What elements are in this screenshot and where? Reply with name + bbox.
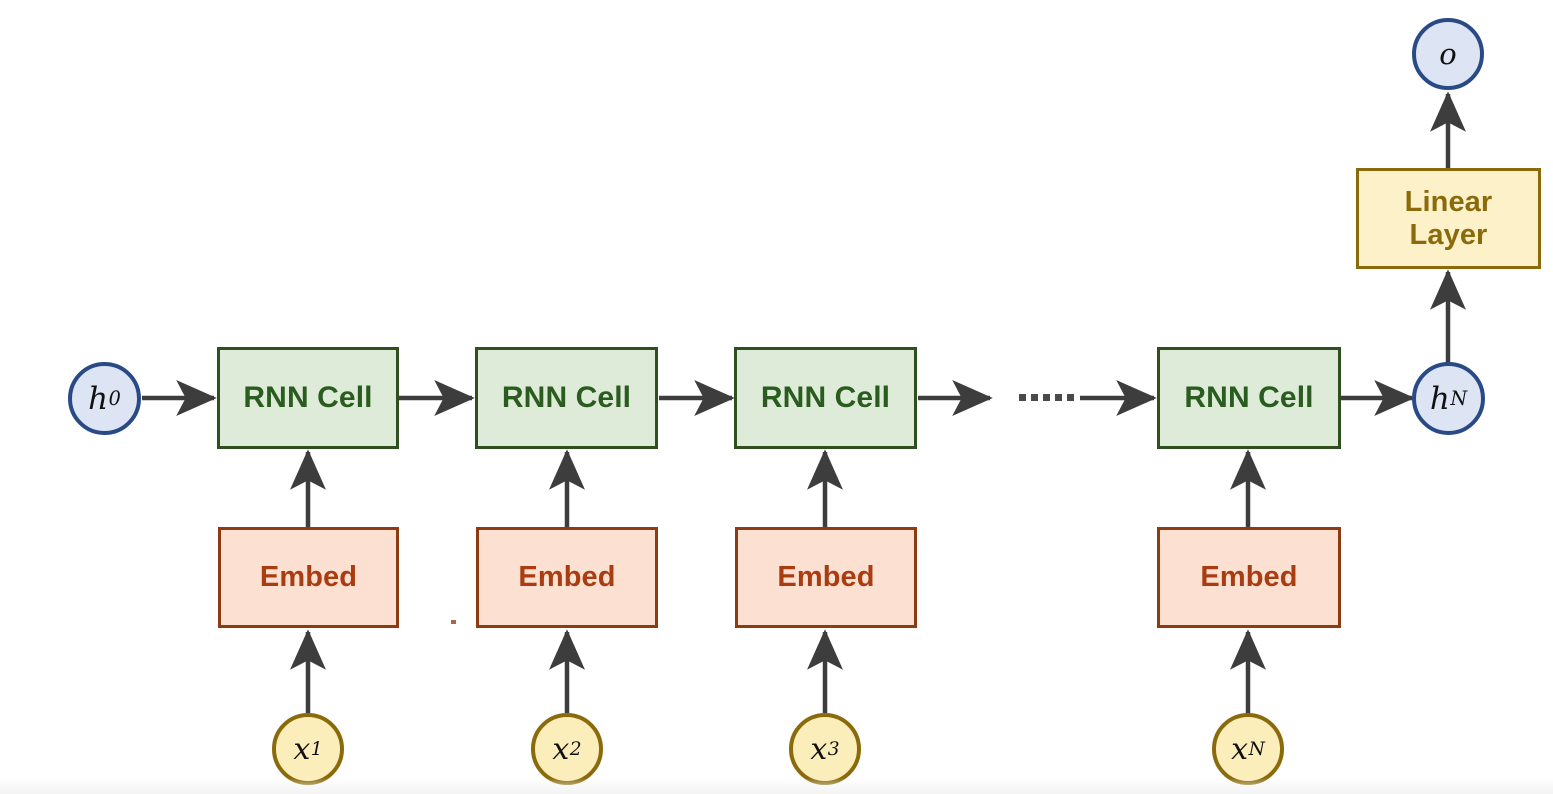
- linear-layer-box[interactable]: Linear Layer: [1356, 168, 1541, 269]
- embed-block-1[interactable]: Embed: [218, 527, 399, 628]
- image-speck-artifact: [451, 620, 456, 624]
- embed-block-2[interactable]: Embed: [476, 527, 658, 628]
- ellipsis-dot: [1019, 394, 1026, 401]
- hN-subscript: N: [1450, 387, 1468, 410]
- h0-subscript: 0: [108, 387, 121, 410]
- ellipsis-dot: [1055, 394, 1062, 401]
- x2-subscript: 2: [569, 738, 582, 760]
- embed-block-3[interactable]: Embed: [735, 527, 917, 628]
- rnn-cell-2[interactable]: RNN Cell: [475, 347, 658, 449]
- xn-subscript: N: [1248, 738, 1265, 760]
- embed-block-2-label: Embed: [518, 561, 616, 594]
- output-symbol: o: [1439, 37, 1457, 71]
- embed-block-3-label: Embed: [777, 561, 875, 594]
- x3-symbol: x: [810, 731, 828, 767]
- embed-block-n[interactable]: Embed: [1157, 527, 1341, 628]
- rnn-cell-3[interactable]: RNN Cell: [734, 347, 917, 449]
- xn-symbol: x: [1231, 731, 1249, 767]
- ellipsis-dot: [1067, 394, 1074, 401]
- rnn-cell-n[interactable]: RNN Cell: [1157, 347, 1341, 449]
- output-node-o[interactable]: o: [1412, 18, 1484, 90]
- linear-layer-label: Linear Layer: [1404, 186, 1493, 251]
- rnn-cell-1-label: RNN Cell: [243, 381, 373, 415]
- hN-symbol: h: [1429, 380, 1450, 417]
- embed-block-1-label: Embed: [259, 561, 358, 594]
- rnn-cell-2-label: RNN Cell: [501, 381, 632, 415]
- embed-block-n-label: Embed: [1200, 561, 1298, 594]
- ellipsis-dot: [1043, 394, 1050, 401]
- x1-symbol: x: [293, 731, 311, 767]
- x2-symbol: x: [552, 731, 570, 767]
- x1-subscript: 1: [310, 738, 323, 760]
- rnn-cell-n-label: RNN Cell: [1184, 381, 1314, 415]
- rnn-cell-1[interactable]: RNN Cell: [217, 347, 399, 449]
- ellipsis-dot: [1031, 394, 1038, 401]
- x3-subscript: 3: [827, 738, 840, 760]
- sequence-ellipsis: [1019, 394, 1074, 401]
- rnn-cell-3-label: RNN Cell: [760, 381, 891, 415]
- h0-symbol: h: [88, 380, 109, 417]
